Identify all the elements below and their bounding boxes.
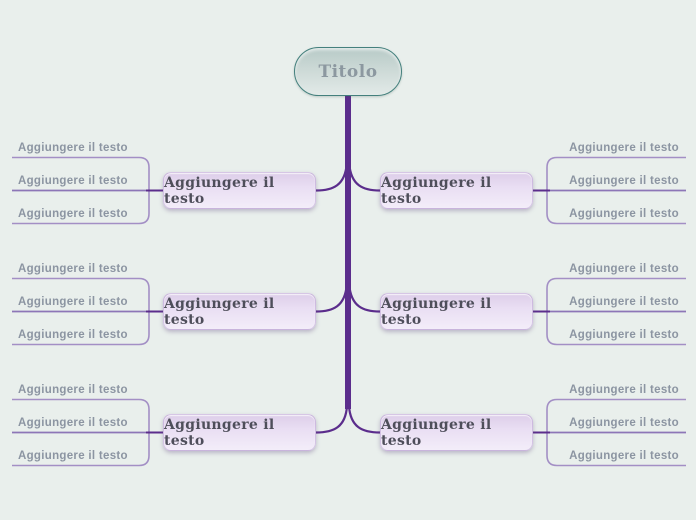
topic-label: Aggiungere il testo <box>381 174 492 207</box>
branch-curve-right-bottom <box>347 404 382 434</box>
root-topic-label: Titolo <box>318 61 378 82</box>
leaf-right-middle-2[interactable]: Aggiungere il testo <box>569 295 679 308</box>
root-topic-node[interactable]: Titolo <box>294 47 402 96</box>
topic-box-right-middle[interactable]: Aggiungere il testo <box>380 293 533 330</box>
topic-label: Aggiungere il testo <box>164 416 275 449</box>
branch-curve-right-top <box>348 162 382 192</box>
leaf-right-middle-3[interactable]: Aggiungere il testo <box>569 328 679 341</box>
branch-curve-left-top <box>314 162 348 192</box>
topic-box-left-top[interactable]: Aggiungere il testo <box>163 172 316 209</box>
leaf-left-top-2[interactable]: Aggiungere il testo <box>18 174 128 187</box>
topic-box-right-bottom[interactable]: Aggiungere il testo <box>380 414 533 451</box>
leaf-right-top-1[interactable]: Aggiungere il testo <box>569 141 679 154</box>
leaf-right-middle-1[interactable]: Aggiungere il testo <box>569 262 679 275</box>
branch-curve-left-bottom <box>314 404 349 434</box>
topic-box-left-middle[interactable]: Aggiungere il testo <box>163 293 316 330</box>
topic-box-right-top[interactable]: Aggiungere il testo <box>380 172 533 209</box>
topic-label: Aggiungere il testo <box>164 295 275 328</box>
leaf-right-top-2[interactable]: Aggiungere il testo <box>569 174 679 187</box>
branch-curve-left-middle <box>314 283 348 313</box>
leaf-left-bottom-1[interactable]: Aggiungere il testo <box>18 383 128 396</box>
leaf-left-top-3[interactable]: Aggiungere il testo <box>18 207 128 220</box>
leaf-left-bottom-2[interactable]: Aggiungere il testo <box>18 416 128 429</box>
leaf-right-bottom-3[interactable]: Aggiungere il testo <box>569 449 679 462</box>
topic-label: Aggiungere il testo <box>381 295 492 328</box>
topic-label: Aggiungere il testo <box>381 416 492 449</box>
topic-label: Aggiungere il testo <box>164 174 275 207</box>
leaf-left-top-1[interactable]: Aggiungere il testo <box>18 141 128 154</box>
topic-box-left-bottom[interactable]: Aggiungere il testo <box>163 414 316 451</box>
leaf-right-bottom-2[interactable]: Aggiungere il testo <box>569 416 679 429</box>
leaf-right-bottom-1[interactable]: Aggiungere il testo <box>569 383 679 396</box>
leaf-left-bottom-3[interactable]: Aggiungere il testo <box>18 449 128 462</box>
leaf-left-middle-3[interactable]: Aggiungere il testo <box>18 328 128 341</box>
leaf-right-top-3[interactable]: Aggiungere il testo <box>569 207 679 220</box>
branch-curve-right-middle <box>348 283 382 313</box>
leaf-left-middle-2[interactable]: Aggiungere il testo <box>18 295 128 308</box>
leaf-left-middle-1[interactable]: Aggiungere il testo <box>18 262 128 275</box>
